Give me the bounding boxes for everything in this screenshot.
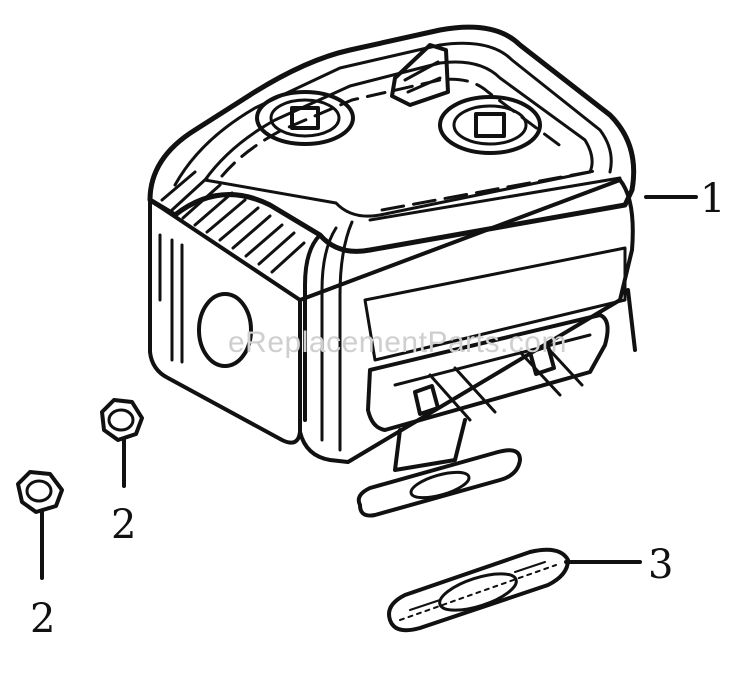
nut-lower-part bbox=[16, 470, 64, 514]
gasket-part bbox=[387, 547, 570, 633]
leader-lines bbox=[40, 195, 698, 580]
watermark-text: eReplacementParts.com bbox=[228, 326, 567, 359]
callout-label-2-upper: 2 bbox=[111, 502, 136, 548]
nut-upper-part bbox=[100, 398, 144, 442]
callout-label-1: 1 bbox=[700, 176, 725, 222]
callout-label-2-lower: 2 bbox=[30, 596, 55, 642]
callout-label-3: 3 bbox=[648, 542, 673, 588]
muffler-part bbox=[147, 24, 637, 518]
